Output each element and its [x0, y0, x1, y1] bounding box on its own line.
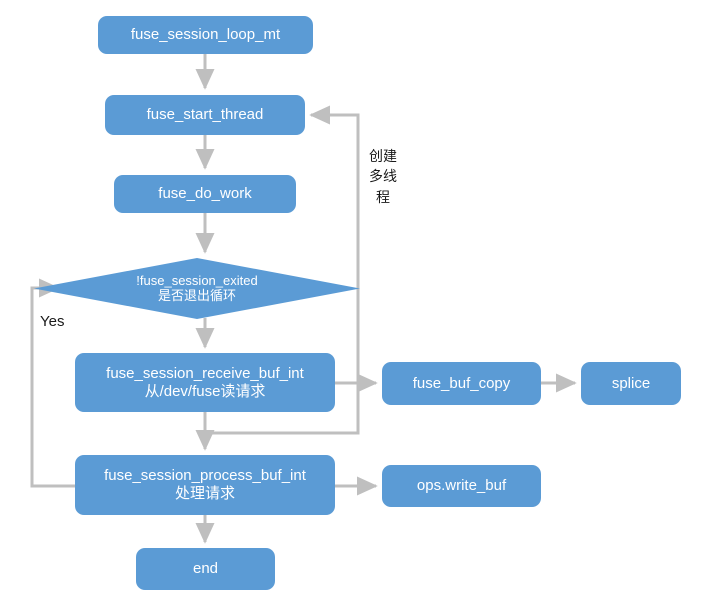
- node-label: splice: [611, 374, 651, 392]
- edge-label-create-threads: 创建 多线 程: [366, 146, 400, 207]
- node-label-line1: fuse_session_process_buf_int: [104, 467, 306, 485]
- node-label: fuse_buf_copy: [412, 374, 511, 392]
- node-fuse-start-thread[interactable]: fuse_start_thread: [105, 95, 305, 135]
- node-fuse-do-work[interactable]: fuse_do_work: [114, 175, 296, 213]
- create-threads-line1: 创建: [369, 148, 397, 164]
- node-fuse-session-loop-mt[interactable]: fuse_session_loop_mt: [98, 16, 313, 54]
- node-label-line2: 从/dev/fuse读请求: [144, 382, 266, 400]
- edge-label-yes: Yes: [40, 313, 65, 330]
- node-label: end: [192, 560, 219, 578]
- node-ops-write-buf[interactable]: ops.write_buf: [382, 465, 541, 507]
- node-fuse-session-receive-buf-int[interactable]: fuse_session_receive_buf_int 从/dev/fuse读…: [75, 353, 335, 412]
- node-label-line1: fuse_session_receive_buf_int: [106, 364, 304, 382]
- node-label: fuse_start_thread: [146, 106, 264, 124]
- edge-return-to-startthread: [205, 105, 360, 435]
- node-label: fuse_do_work: [158, 185, 252, 203]
- create-threads-line2: 多线: [369, 168, 397, 185]
- node-splice[interactable]: splice: [581, 362, 681, 405]
- node-decision-fuse-session-exited[interactable]: !fuse_session_exited 是否退出循环: [34, 258, 360, 319]
- node-label: fuse_session_loop_mt: [130, 26, 281, 44]
- create-threads-line3: 程: [376, 188, 390, 205]
- node-fuse-session-process-buf-int[interactable]: fuse_session_process_buf_int 处理请求: [75, 455, 335, 515]
- node-label: ops.write_buf: [416, 477, 507, 495]
- diamond-shape: [34, 258, 360, 319]
- node-fuse-buf-copy[interactable]: fuse_buf_copy: [382, 362, 541, 405]
- node-end[interactable]: end: [136, 548, 275, 590]
- node-label-line2: 处理请求: [174, 485, 235, 502]
